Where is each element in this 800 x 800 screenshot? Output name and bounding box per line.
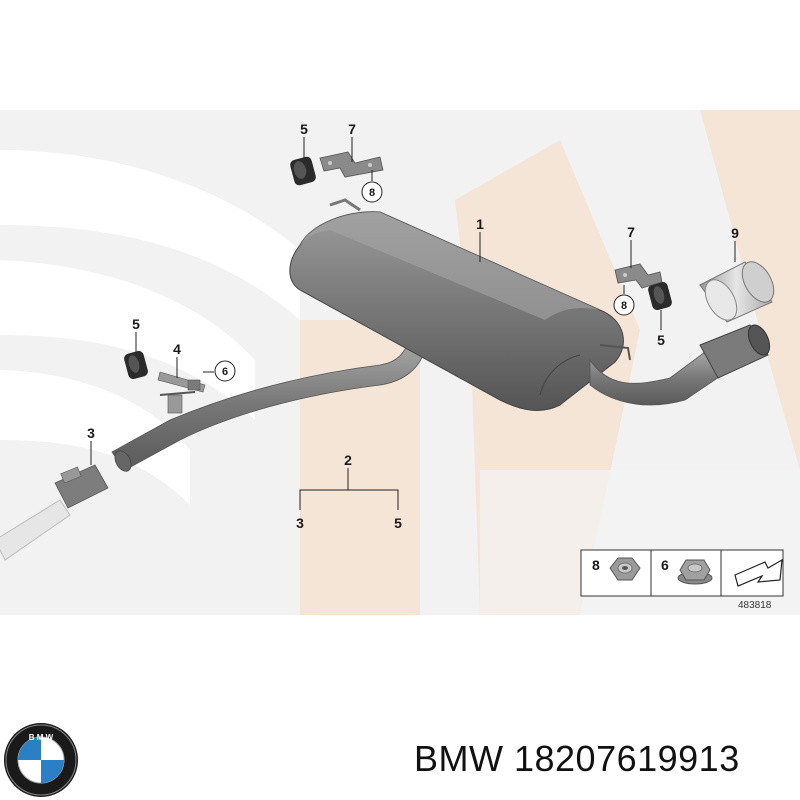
bracket-right	[614, 263, 663, 289]
legend-label-6: 6	[661, 557, 669, 573]
legend-box: 8 6	[580, 549, 784, 597]
flange-nut-6-icon	[677, 559, 713, 585]
rubber-mount-top	[290, 156, 316, 186]
rubber-mount-left	[124, 350, 148, 380]
nut-right-circle	[613, 294, 635, 316]
callout-nut-right: 8	[621, 300, 627, 312]
legend-label-8: 8	[592, 557, 600, 573]
callout-bracket-group: 2	[344, 452, 352, 468]
callout-group-left: 3	[296, 515, 304, 531]
callout-clamp: 3	[87, 425, 95, 441]
callout-nut-top: 8	[369, 187, 375, 199]
tailpipe-trim	[699, 261, 775, 323]
arrow-indicator-icon	[734, 558, 783, 587]
hex-nut-8-icon	[609, 557, 641, 581]
callout-bracket-right: 7	[627, 224, 635, 240]
svg-text:B M W: B M W	[29, 733, 54, 742]
callout-mount-right: 5	[657, 332, 665, 348]
nut-top-circle	[361, 181, 383, 203]
nut-6-circle	[214, 360, 236, 382]
diagram-number: 483818	[738, 600, 772, 611]
callout-group-right: 5	[394, 515, 402, 531]
rear-muffler	[289, 198, 631, 411]
callout-hanger-bolt: 4	[173, 341, 181, 357]
footer-part-label: BMW 18207619913	[414, 738, 740, 779]
callout-labels: 5 7 8 1 7 8 5 9 5 4 6 3 2 3 5	[87, 121, 739, 531]
bracket-top	[319, 151, 384, 178]
callout-bracket-top: 7	[348, 121, 356, 137]
callout-mount-left: 5	[132, 316, 140, 332]
hanger-bolt	[157, 371, 206, 393]
callout-nut-6: 6	[222, 366, 228, 378]
bmw-logo-icon: B M W	[4, 723, 78, 797]
front-pipe	[0, 339, 426, 561]
tailpipe	[589, 324, 771, 406]
leader-lines	[90, 137, 736, 510]
rubber-mount-right	[648, 281, 672, 311]
callout-muffler: 1	[476, 216, 484, 232]
callout-mount-top: 5	[300, 121, 308, 137]
callout-tailpipe-trim: 9	[731, 225, 739, 241]
